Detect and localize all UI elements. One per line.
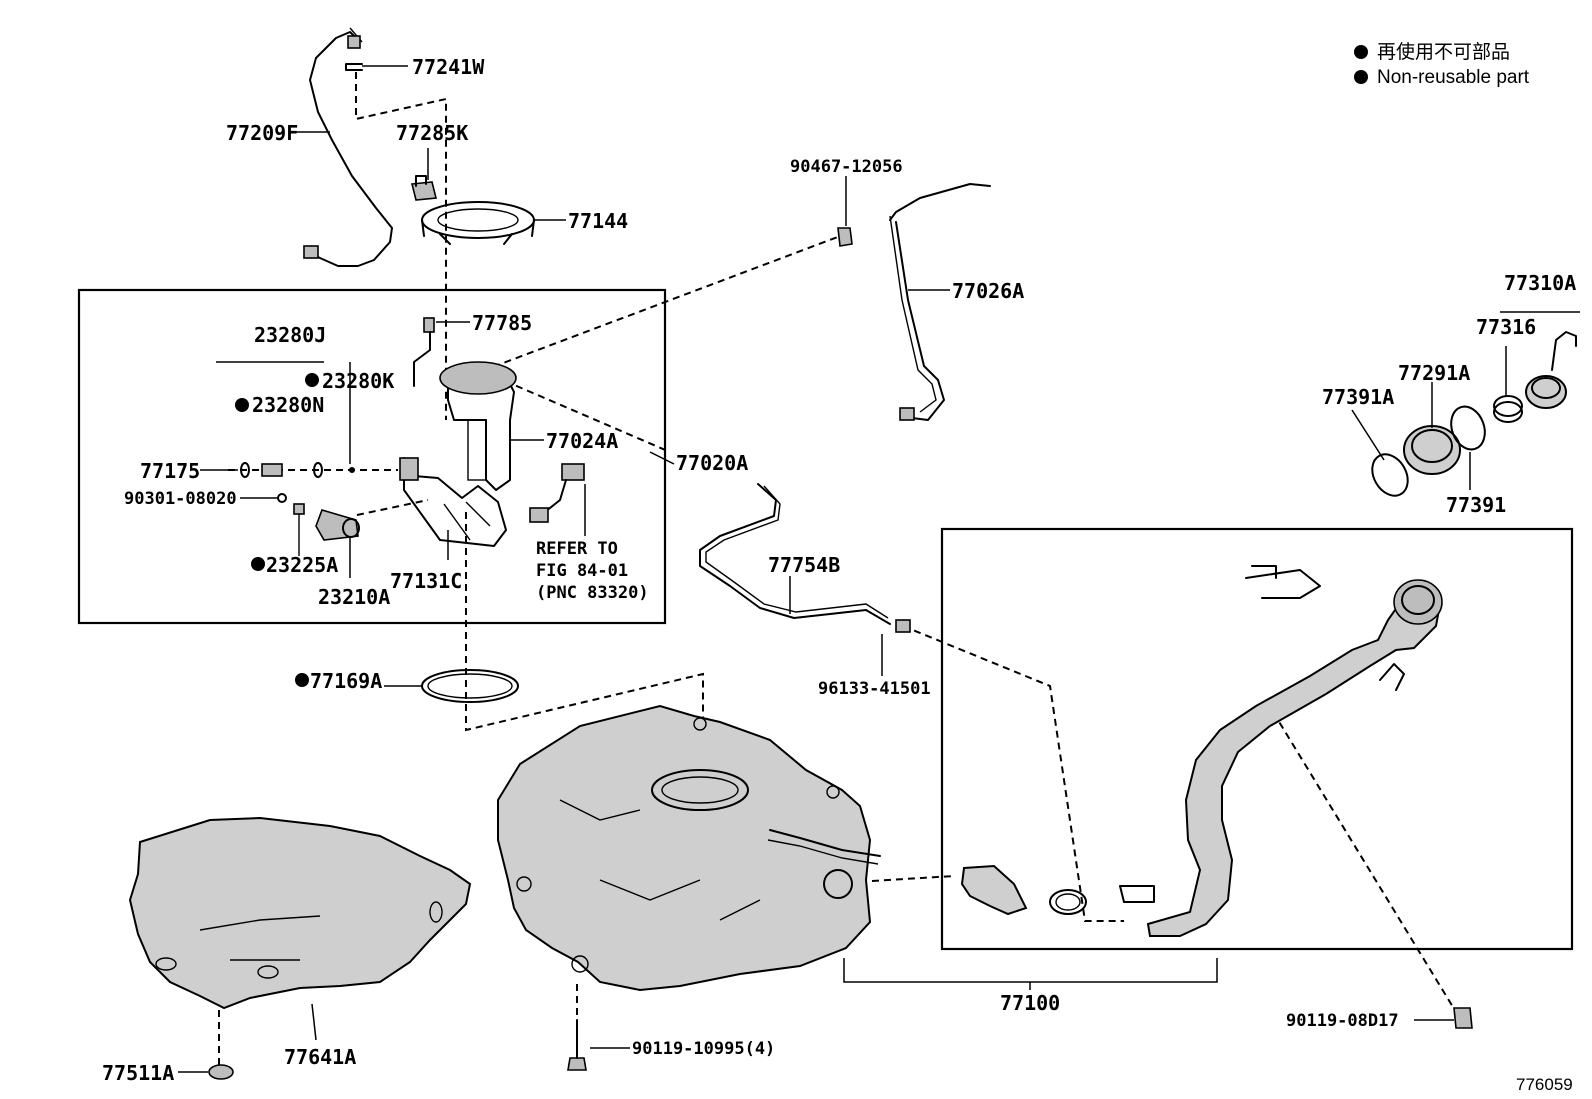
label-23280N[interactable]: 23280N — [252, 393, 324, 417]
leader-lines — [178, 65, 1580, 1073]
oring-90301-08020 — [277, 493, 287, 503]
label-77285K[interactable]: 77285K — [396, 121, 468, 145]
filler-pipe-box — [940, 527, 1574, 951]
refer-note-line2[interactable]: FIG 84-01 — [536, 561, 628, 581]
fuel-pump-assembly-box — [77, 288, 667, 625]
non-reusable-dot-icon — [305, 373, 319, 387]
screw-23225A — [293, 503, 305, 556]
label-77209F[interactable]: 77209F — [226, 121, 298, 145]
label-90301-08020[interactable]: 90301-08020 — [124, 489, 237, 509]
label-77511A[interactable]: 77511A — [102, 1061, 174, 1085]
label-77169A[interactable]: 77169A — [310, 669, 382, 693]
fuel-sender-23210A — [315, 509, 360, 541]
socket-77291A — [1403, 425, 1461, 475]
tank-group-bracket — [843, 958, 1218, 983]
fuel-pump-77024A — [399, 361, 517, 547]
hose-and-clamp — [960, 864, 1087, 916]
ring-77391 — [1450, 405, 1486, 451]
label-77020A[interactable]: 77020A — [676, 451, 748, 475]
fuel-tank-77100 — [497, 704, 881, 992]
filter-23280K-series — [240, 462, 355, 478]
label-77024A[interactable]: 77024A — [546, 429, 618, 453]
label-77291A[interactable]: 77291A — [1398, 361, 1470, 385]
label-23280J[interactable]: 23280J — [254, 323, 326, 347]
fuel-tube-77754B — [699, 483, 891, 625]
label-77310A[interactable]: 77310A — [1504, 271, 1576, 295]
refer-note: REFER TO FIG 84-01 (PNC 83320) — [536, 539, 649, 603]
clip-77241W — [345, 63, 363, 71]
protector-77641A — [128, 816, 472, 1010]
connector-77785 — [413, 317, 435, 387]
label-96133-41501[interactable]: 96133-41501 — [818, 679, 931, 699]
label-77641A[interactable]: 77641A — [284, 1045, 356, 1069]
refer-note-line3: (PNC 83320) — [536, 583, 649, 603]
label-77100[interactable]: 77100 — [1000, 991, 1060, 1015]
bolt-90119-10995 — [567, 1019, 587, 1071]
label-77785[interactable]: 77785 — [472, 311, 532, 335]
non-reusable-dot-icon — [251, 557, 265, 571]
non-reusable-dot-icon — [235, 398, 249, 412]
bolt-90119-08D17 — [1453, 1007, 1473, 1029]
label-90119-08D17[interactable]: 90119-08D17 — [1286, 1011, 1399, 1031]
label-77754B[interactable]: 77754B — [768, 553, 840, 577]
label-90467-12056[interactable]: 90467-12056 — [790, 157, 903, 177]
label-77175[interactable]: 77175 — [140, 459, 200, 483]
label-23280K[interactable]: 23280K — [322, 369, 394, 393]
clip-77285K — [410, 175, 438, 201]
non-reusable-dot-icon — [295, 673, 309, 687]
refer-note-line1: REFER TO — [536, 539, 618, 559]
label-90119-10995[interactable]: 90119-10995(4) — [632, 1039, 775, 1059]
label-77391[interactable]: 77391 — [1446, 493, 1506, 517]
label-77316[interactable]: 77316 — [1476, 315, 1536, 339]
filler-pipe — [1119, 565, 1443, 937]
fuel-cap-77310A — [1525, 331, 1577, 409]
clip-96133-41501 — [895, 619, 911, 633]
non-reusable-marker-icon — [1354, 70, 1368, 84]
label-23210A[interactable]: 23210A — [318, 585, 390, 609]
label-77241W[interactable]: 77241W — [412, 55, 485, 79]
legend-japanese-text: 再使用不可部品 — [1377, 41, 1510, 63]
clip-90467-12056 — [837, 227, 853, 247]
part-labels: 77241W 77209F 77285K 77144 90467-12056 7… — [102, 55, 1576, 1085]
legend-english-text: Non-reusable part — [1377, 67, 1530, 88]
vent-tube-77209F — [303, 27, 393, 267]
label-23225A[interactable]: 23225A — [266, 553, 338, 577]
gasket-77169A — [421, 669, 519, 703]
non-reusable-marker-icon — [1354, 45, 1368, 59]
vent-tube-77026A — [889, 183, 991, 421]
gauge-connector — [529, 463, 585, 523]
label-77144[interactable]: 77144 — [568, 209, 628, 233]
non-reusable-dots — [235, 373, 319, 687]
gasket-77316 — [1493, 395, 1523, 423]
ring-77391A — [1371, 453, 1409, 497]
label-77131C[interactable]: 77131C — [390, 569, 462, 593]
label-77026A[interactable]: 77026A — [952, 279, 1024, 303]
clip-77511A — [208, 1064, 234, 1080]
figure-number: 776059 — [1516, 1075, 1573, 1094]
retainer-ring-77144 — [421, 201, 535, 245]
legend: 再使用不可部品 Non-reusable part — [1354, 41, 1530, 88]
label-77391A[interactable]: 77391A — [1322, 385, 1394, 409]
